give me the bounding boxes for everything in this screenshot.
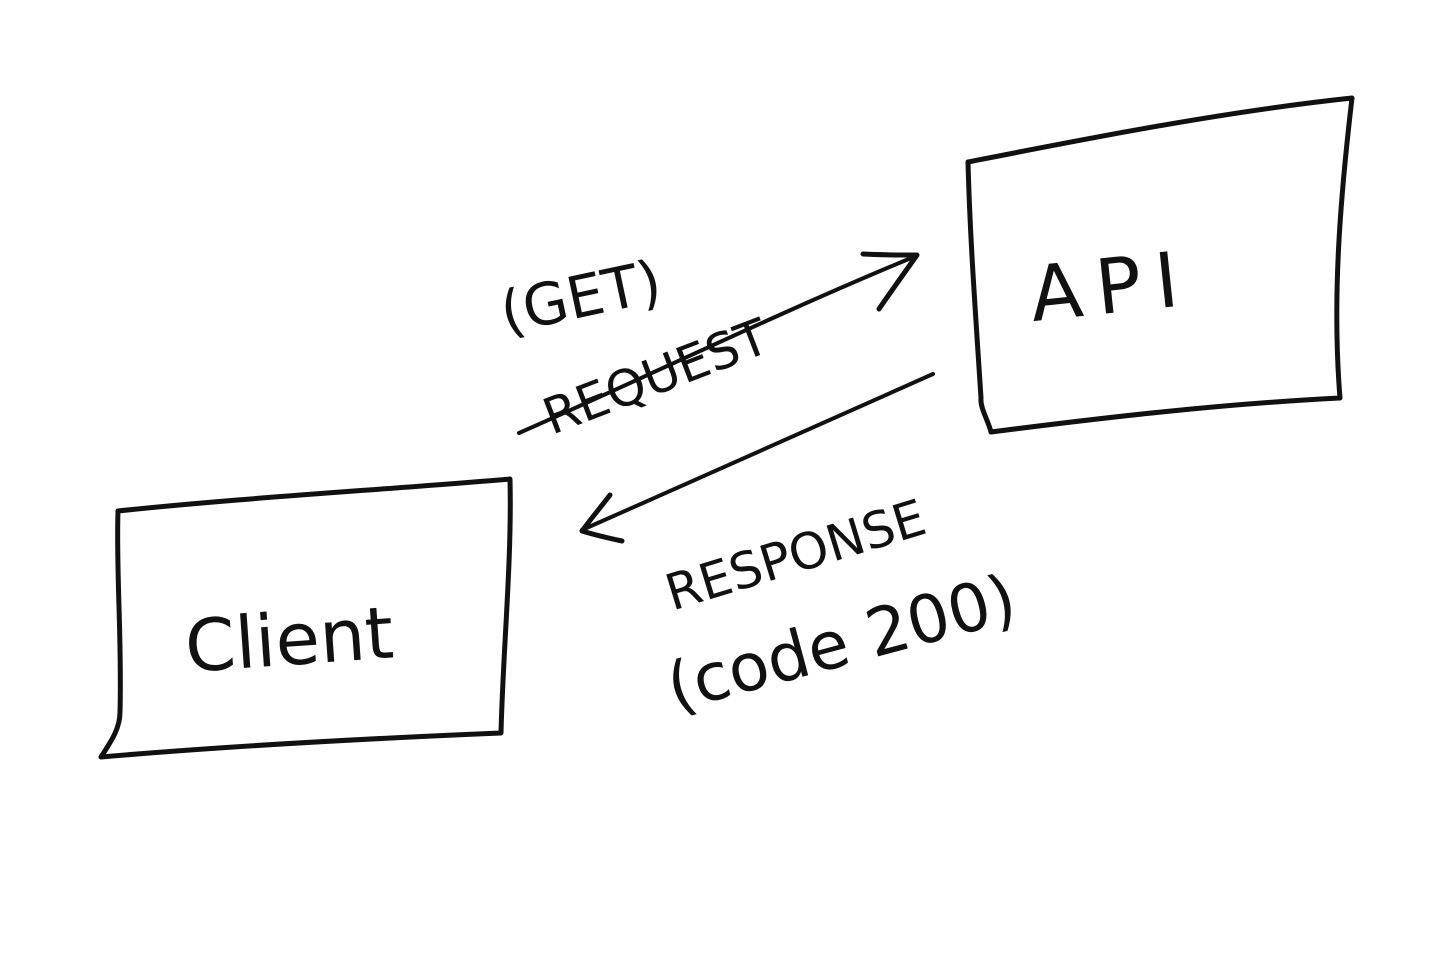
api-node: API <box>965 95 1355 435</box>
client-label: Client <box>182 590 396 688</box>
response-arrowhead <box>579 492 625 544</box>
response-edge: RESPONSE (code 200) <box>579 372 1024 726</box>
request-arrowhead <box>860 251 920 312</box>
request-edge: (GET) REQUEST <box>494 247 920 446</box>
request-label-line1: (GET) <box>494 247 667 347</box>
client-box <box>98 476 513 760</box>
response-arrow-line <box>580 372 935 532</box>
api-label: API <box>1026 234 1197 339</box>
api-box <box>965 95 1355 435</box>
request-arrow-line <box>517 254 918 435</box>
client-node: Client <box>98 476 513 760</box>
